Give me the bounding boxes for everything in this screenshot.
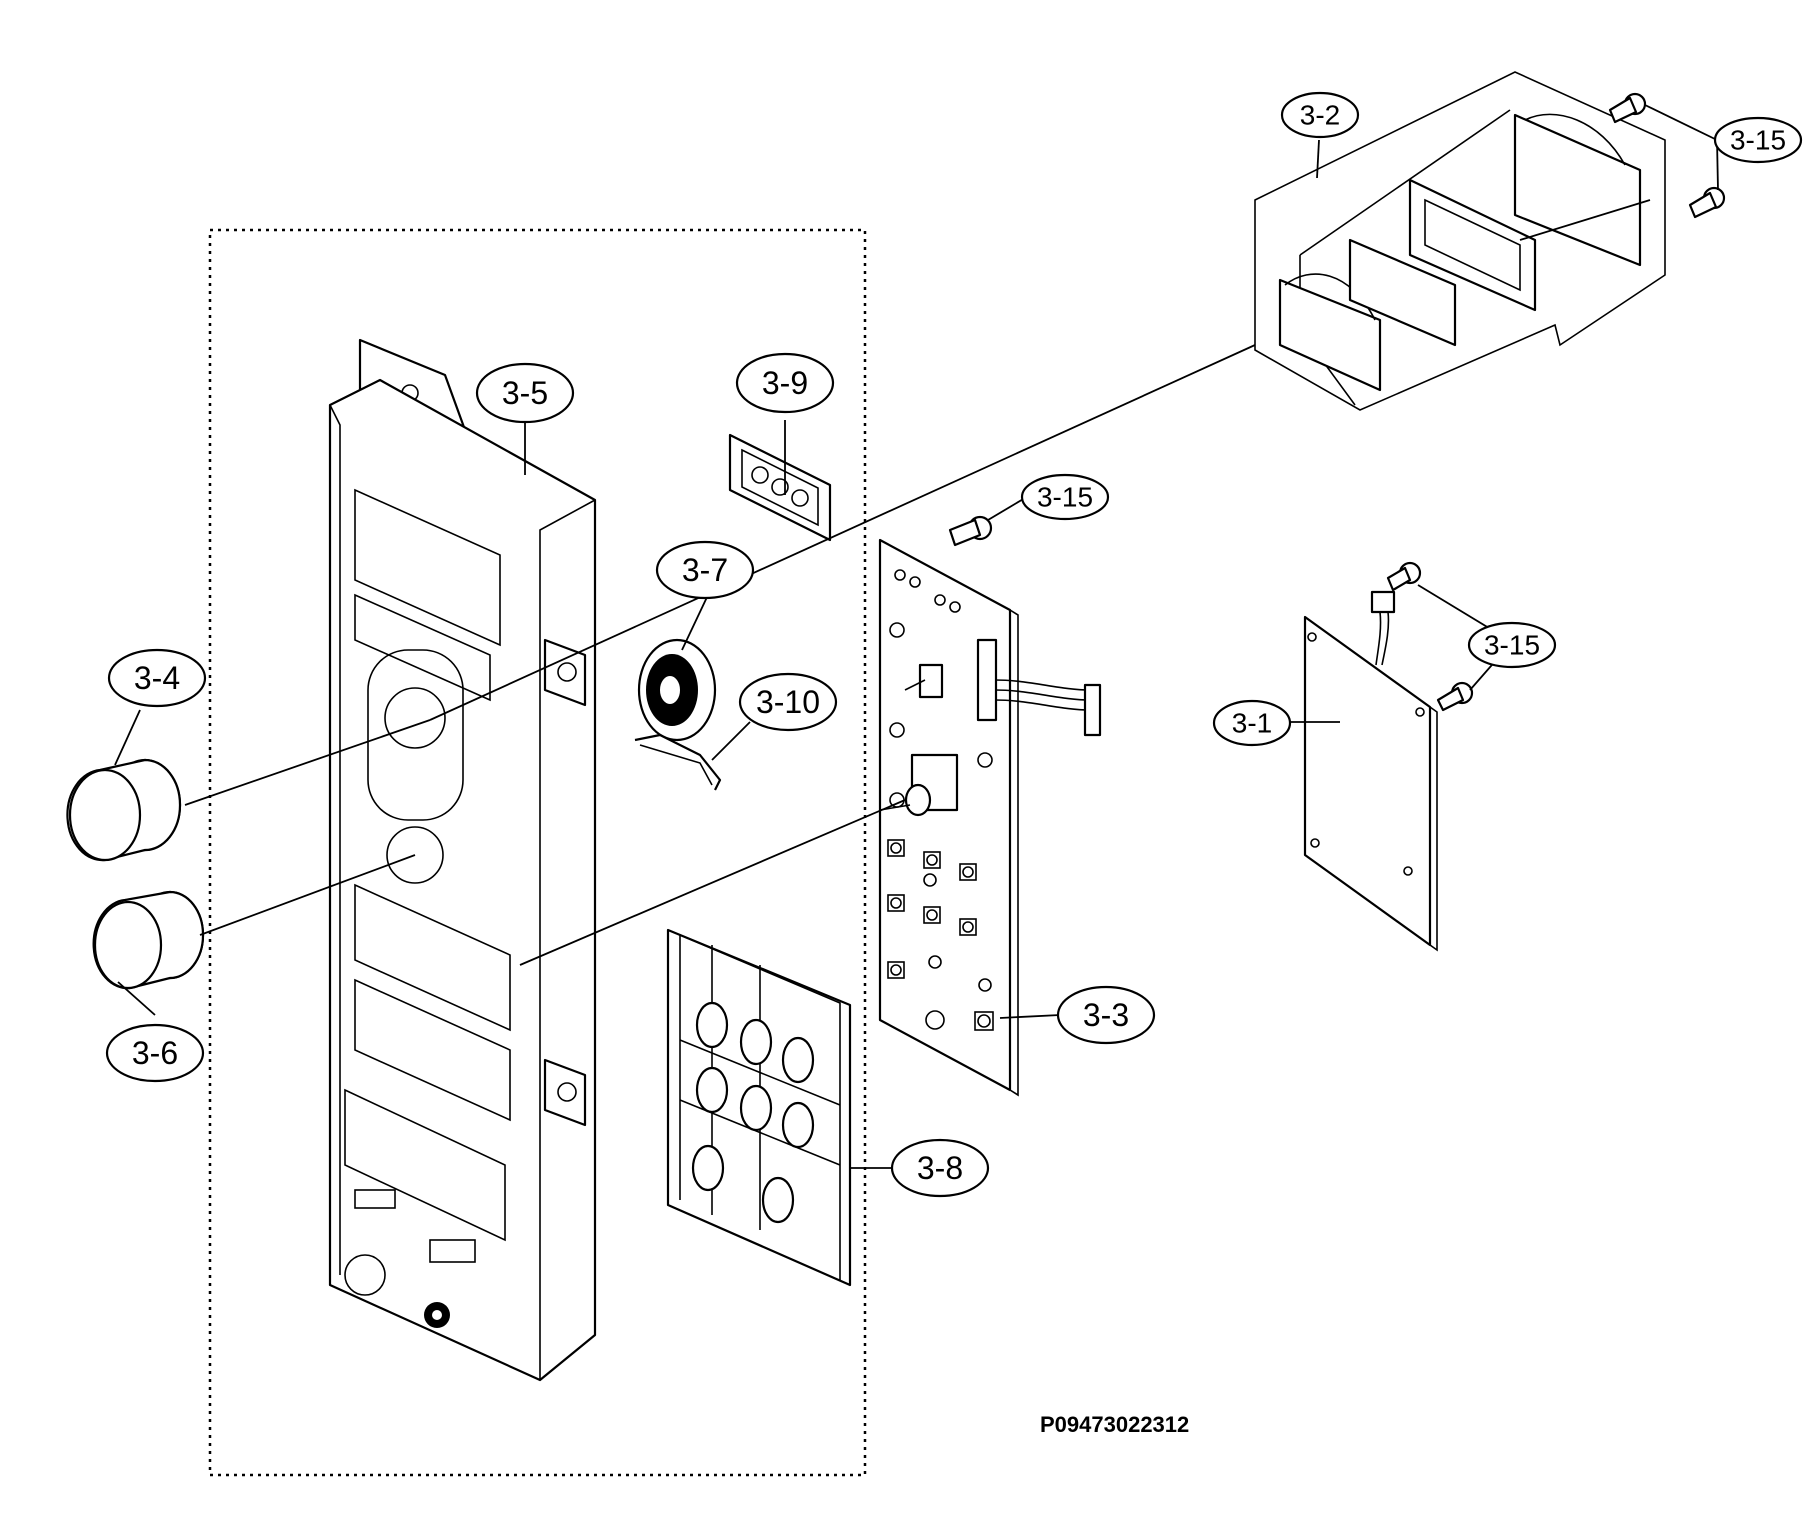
part-3-9-bracket [728,433,832,542]
assembly-boundary [208,228,867,1477]
svg-text:3-3: 3-3 [1083,997,1129,1033]
part-3-5-control-panel-frame [328,338,597,1382]
svg-text:3-5: 3-5 [502,375,548,411]
svg-text:3-10: 3-10 [756,684,820,720]
svg-text:3-1: 3-1 [1232,708,1272,739]
svg-text:3-9: 3-9 [762,365,808,401]
label-leaders [114,104,1719,1169]
part-3-4-knob [66,758,182,862]
label-3-9: 3-9 [735,352,835,414]
diagram-code: P09473022312 [1040,1412,1189,1437]
screw-icon [1386,561,1422,592]
svg-text:3-6: 3-6 [132,1035,178,1071]
svg-text:3-15: 3-15 [1037,482,1093,513]
part-3-10-spring-clip [634,733,722,791]
svg-text:3-7: 3-7 [682,552,728,588]
label-3-6: 3-6 [105,1023,205,1083]
label-3-4: 3-4 [107,648,207,708]
label-3-15-top: 3-15 [1713,116,1803,164]
label-3-8: 3-8 [890,1138,990,1198]
part-3-3-pcb [878,538,1102,1097]
part-3-7-encoder-disc [637,638,717,742]
screw-icon [948,515,993,547]
label-3-15-middle: 3-15 [1020,473,1110,521]
screw-icon [1688,186,1726,219]
svg-text:3-15: 3-15 [1730,125,1786,156]
svg-text:3-4: 3-4 [134,660,180,696]
svg-text:3-8: 3-8 [917,1150,963,1186]
part-3-8-rubber-keypad [666,928,852,1287]
label-3-15-right: 3-15 [1467,621,1557,669]
alignment-lines [184,199,1651,966]
label-3-10: 3-10 [738,672,838,732]
label-3-5: 3-5 [475,362,575,424]
part-3-2-display-module [1254,71,1666,411]
label-3-3: 3-3 [1056,985,1156,1045]
screw-icon [1436,681,1474,712]
screw-icon [1608,92,1647,124]
svg-text:3-15: 3-15 [1484,630,1540,661]
part-3-1-board [1303,590,1438,952]
part-3-6-knob [92,890,205,990]
label-3-7: 3-7 [655,540,755,600]
svg-text:3-2: 3-2 [1300,100,1340,131]
label-3-1: 3-1 [1212,699,1292,747]
label-3-2: 3-2 [1280,91,1360,139]
